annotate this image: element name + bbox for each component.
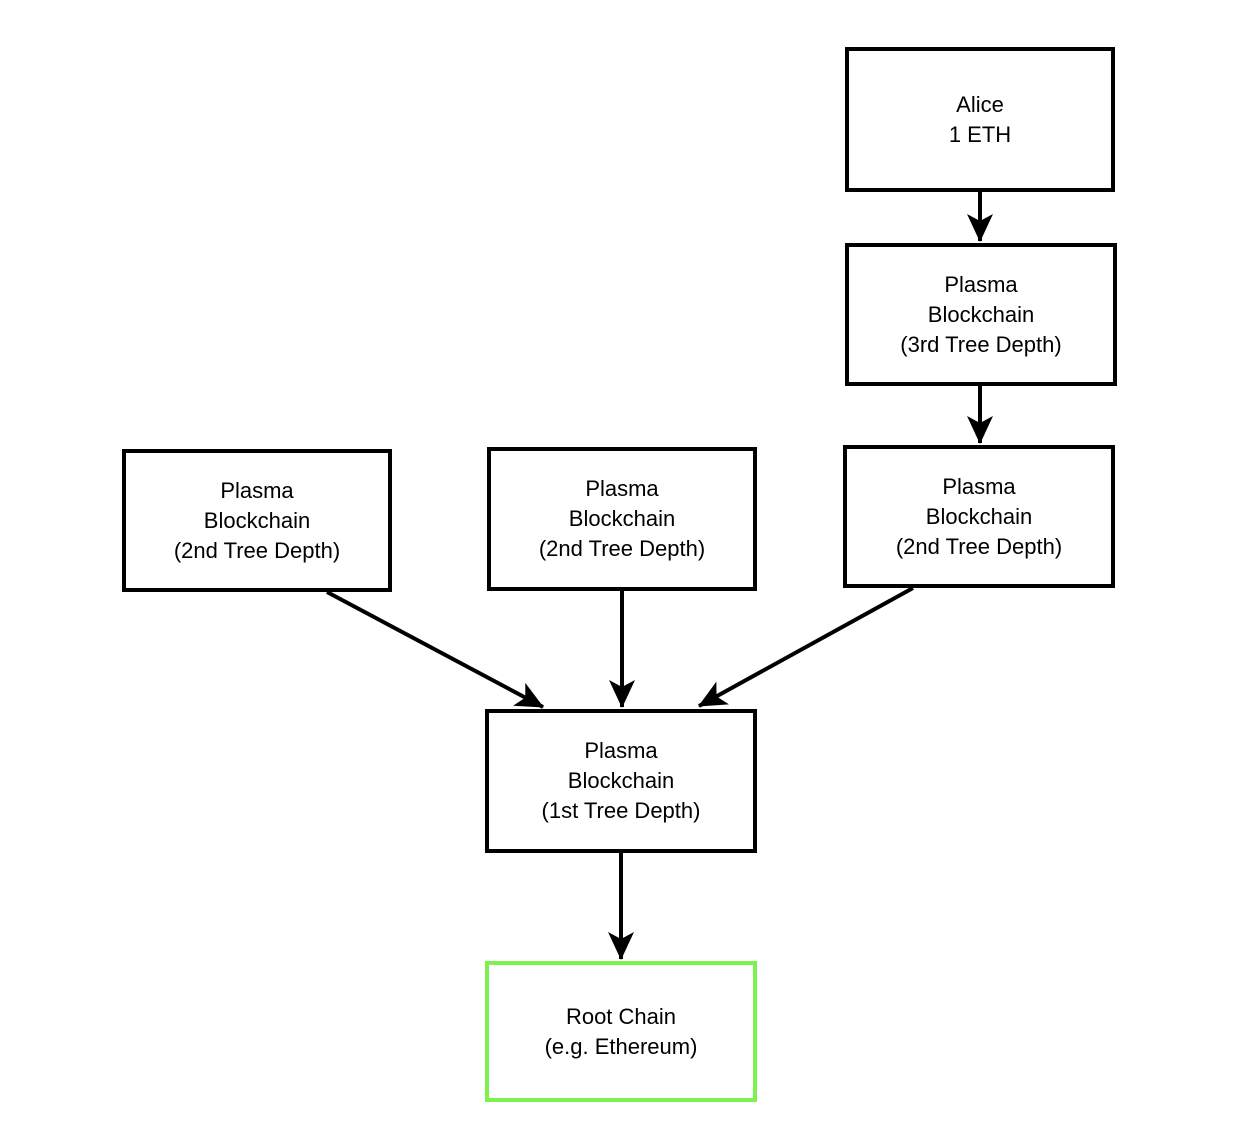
node-plasma-blockchain-2nd-depth-right: Plasma Blockchain (2nd Tree Depth) — [843, 445, 1115, 588]
node-plasma-blockchain-3rd-depth: Plasma Blockchain (3rd Tree Depth) — [845, 243, 1117, 386]
node-alice: Alice 1 ETH — [845, 47, 1115, 192]
node-plasma-blockchain-1st-depth: Plasma Blockchain (1st Tree Depth) — [485, 709, 757, 853]
node-plasma-blockchain-2nd-depth-left: Plasma Blockchain (2nd Tree Depth) — [122, 449, 392, 592]
edge-plasma2-left-to-plasma1 — [326, 590, 544, 709]
node-root-chain: Root Chain (e.g. Ethereum) — [485, 961, 757, 1102]
edge-plasma2-right-to-plasma1 — [698, 586, 914, 708]
node-plasma-blockchain-2nd-depth-middle: Plasma Blockchain (2nd Tree Depth) — [487, 447, 757, 591]
